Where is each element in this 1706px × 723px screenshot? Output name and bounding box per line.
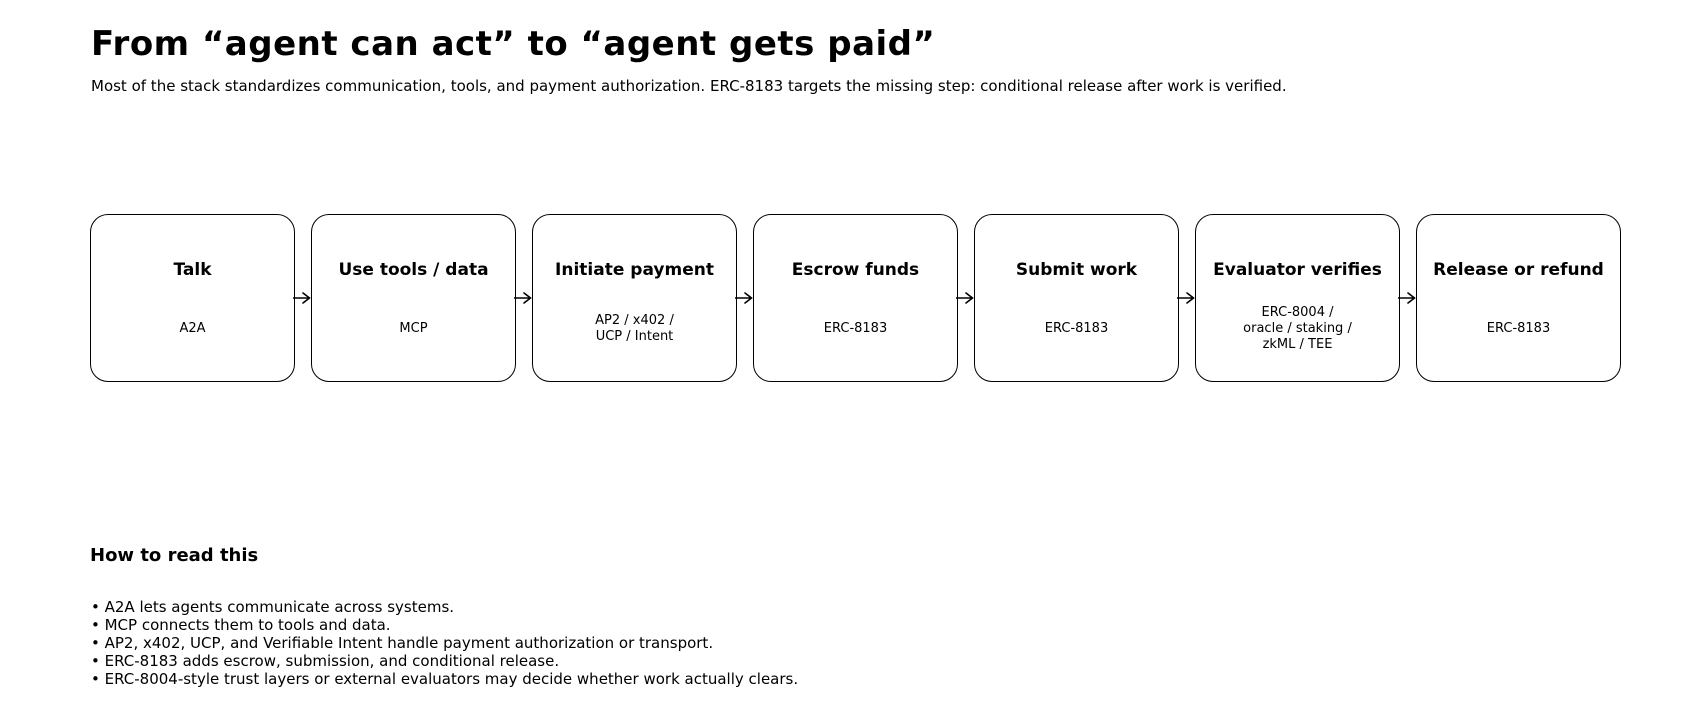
flow-step-label: A2A <box>179 321 206 336</box>
arrow-right-icon <box>514 214 532 382</box>
arrow-right-icon <box>293 214 311 382</box>
bullet-item: • AP2, x402, UCP, and Verifiable Intent … <box>91 634 714 652</box>
flow-step-title: Talk <box>173 260 212 280</box>
flow-step-title: Submit work <box>1015 260 1138 280</box>
flow-step-label: MCP <box>399 321 428 336</box>
notes-heading: How to read this <box>90 545 259 566</box>
flow-step-title: Escrow funds <box>791 260 920 280</box>
flow-step-label: AP2 / x402 /UCP / Intent <box>595 313 674 344</box>
bullet-item: • A2A lets agents communicate across sys… <box>91 598 455 616</box>
bullet-item: • ERC-8183 adds escrow, submission, and … <box>91 652 560 670</box>
page-title: From “agent can act” to “agent gets paid… <box>91 24 936 64</box>
flow-step-label: ERC-8183 <box>823 321 888 336</box>
notes-list: • A2A lets agents communicate across sys… <box>91 598 798 688</box>
page-subtitle: Most of the stack standardizes communica… <box>91 77 1287 95</box>
arrow-right-icon <box>956 214 974 382</box>
flow-step-title: Evaluator verifies <box>1213 260 1382 280</box>
arrow-right-icon <box>1177 214 1195 382</box>
flow-step-title: Release or refund <box>1433 260 1604 280</box>
flow-step-title: Use tools / data <box>338 260 489 280</box>
bullet-item: • MCP connects them to tools and data. <box>91 616 391 634</box>
flow-step-label: ERC-8183 <box>1486 321 1551 336</box>
arrow-right-icon <box>1398 214 1416 382</box>
bullet-item: • ERC-8004-style trust layers or externa… <box>91 670 799 688</box>
flow-step-label: ERC-8004 /oracle / staking /zkML / TEE <box>1243 305 1352 352</box>
flow-step-title: Initiate payment <box>555 260 714 280</box>
flow-step-label: ERC-8183 <box>1044 321 1109 336</box>
arrow-right-icon <box>735 214 753 382</box>
